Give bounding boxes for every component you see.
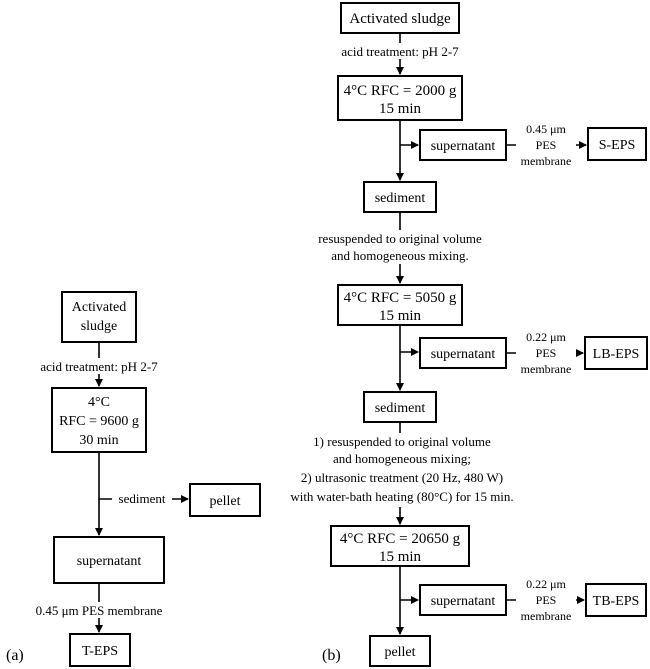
svg-text:4°C RFC = 5050 g: 4°C RFC = 5050 g: [344, 290, 457, 306]
label-a-membrane: 0.45 μm PES membrane: [36, 603, 163, 618]
panel-a-tag: (a): [6, 647, 24, 664]
svg-text:15 min: 15 min: [379, 308, 422, 324]
node-b-activated-sludge: Activated sludge: [340, 2, 460, 34]
svg-text:RFC = 9600 g: RFC = 9600 g: [59, 414, 139, 429]
label-a-sediment: sediment: [119, 491, 166, 506]
svg-text:30 min: 30 min: [79, 433, 118, 448]
node-b-sediment-2: sediment: [363, 391, 437, 423]
label-bg: [330, 43, 470, 59]
svg-text:15 min: 15 min: [379, 549, 422, 565]
svg-text:4°C RFC = 2000 g: 4°C RFC = 2000 g: [344, 83, 457, 99]
node-b-centrifuge-2: 4°C RFC = 5050 g 15 min: [337, 284, 463, 326]
panel-b-tag: (b): [322, 647, 341, 664]
svg-text:supernatant: supernatant: [431, 139, 496, 154]
node-b-tb-eps: TB-EPS: [585, 583, 647, 617]
label-bg: [312, 230, 488, 264]
svg-text:S-EPS: S-EPS: [599, 138, 636, 153]
label-bg: [516, 330, 576, 378]
label-bg: [516, 577, 576, 625]
svg-text:Activated sludge: Activated sludge: [349, 11, 451, 27]
label-b-resuspend-2b: and homogeneous mixing;: [333, 451, 471, 466]
label-bg: [284, 433, 520, 507]
label-b-membrane-1a: 0.45 μm: [526, 122, 566, 136]
svg-text:sludge: sludge: [81, 319, 118, 334]
svg-text:LB-EPS: LB-EPS: [593, 347, 640, 362]
label-bg: [112, 490, 172, 506]
node-b-supernatant-3: supernatant: [419, 584, 507, 616]
node-a-centrifuge: 4°C RFC = 9600 g 30 min: [51, 387, 147, 453]
label-b-resuspend-2a: 1) resuspended to original volume: [313, 434, 491, 449]
svg-text:sediment: sediment: [375, 191, 426, 206]
svg-text:4°C RFC = 20650 g: 4°C RFC = 20650 g: [340, 531, 461, 547]
label-b-resuspend-1a: resuspended to original volume: [318, 231, 482, 246]
svg-text:sediment: sediment: [375, 401, 426, 416]
label-b-membrane-1b: PES: [536, 138, 557, 152]
label-b-resuspend-2d: with water-bath heating (80°C) for 15 mi…: [290, 489, 513, 504]
node-a-t-eps: T-EPS: [69, 633, 131, 667]
node-a-pellet: pellet: [189, 483, 261, 517]
svg-text:4°C: 4°C: [88, 395, 110, 410]
node-b-pellet: pellet: [369, 635, 431, 667]
svg-text:pellet: pellet: [209, 494, 240, 509]
node-b-supernatant-1: supernatant: [419, 129, 507, 161]
label-bg: [516, 122, 576, 170]
label-bg: [28, 602, 170, 618]
label-b-membrane-2c: membrane: [521, 362, 572, 376]
node-b-supernatant-2: supernatant: [419, 337, 507, 369]
panel-a: Activated sludge acid treatment: pH 2-7 …: [6, 291, 261, 667]
svg-text:15 min: 15 min: [379, 101, 422, 117]
label-b-membrane-3a: 0.22 μm: [526, 577, 566, 591]
svg-text:TB-EPS: TB-EPS: [593, 594, 640, 609]
svg-text:supernatant: supernatant: [431, 347, 496, 362]
node-a-supernatant: supernatant: [53, 536, 165, 584]
panel-b: Activated sludge acid treatment: pH 2-7 …: [284, 2, 648, 667]
node-b-centrifuge-3: 4°C RFC = 20650 g 15 min: [330, 525, 470, 567]
label-b-membrane-2a: 0.22 μm: [526, 330, 566, 344]
label-b-resuspend-2c: 2) ultrasonic treatment (20 Hz, 480 W): [301, 470, 503, 485]
node-b-s-eps: S-EPS: [587, 127, 647, 161]
label-b-membrane-1c: membrane: [521, 154, 572, 168]
node-b-sediment-1: sediment: [363, 181, 437, 213]
label-a-acid-treatment: acid treatment: pH 2-7: [40, 359, 158, 374]
label-b-membrane-2b: PES: [536, 346, 557, 360]
node-b-centrifuge-1: 4°C RFC = 2000 g 15 min: [337, 75, 463, 121]
svg-text:pellet: pellet: [384, 645, 415, 660]
label-bg: [20, 358, 180, 374]
label-b-resuspend-1b: and homogeneous mixing.: [331, 248, 469, 263]
node-b-lb-eps: LB-EPS: [584, 336, 648, 370]
svg-text:supernatant: supernatant: [431, 594, 496, 609]
svg-text:supernatant: supernatant: [77, 554, 142, 569]
svg-text:Activated: Activated: [72, 300, 126, 315]
node-a-activated-sludge: Activated sludge: [61, 291, 137, 343]
label-b-membrane-3c: membrane: [521, 609, 572, 623]
label-b-acid-treatment: acid treatment: pH 2-7: [341, 44, 459, 59]
label-b-membrane-3b: PES: [536, 593, 557, 607]
svg-text:T-EPS: T-EPS: [82, 644, 118, 659]
